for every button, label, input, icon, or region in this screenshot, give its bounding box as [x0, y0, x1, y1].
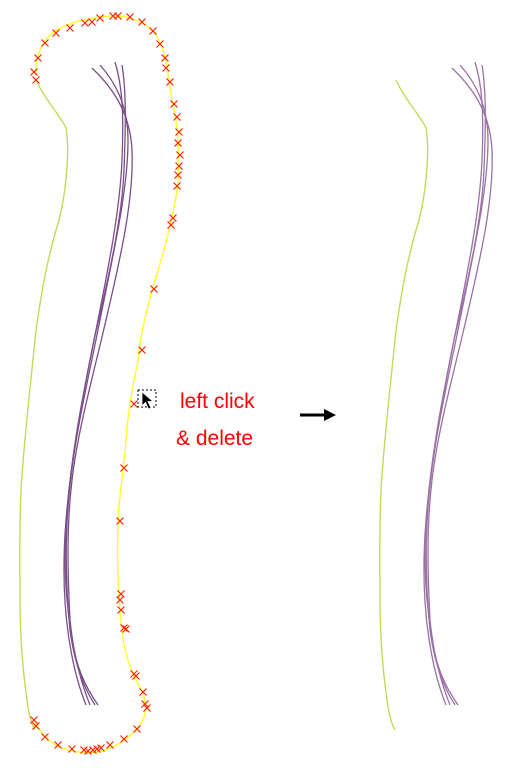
vertex-marker: [170, 100, 178, 108]
vertex-marker: [167, 221, 175, 229]
vertex-marker: [106, 741, 114, 749]
vertex-marker: [120, 735, 128, 743]
boundary-curve-right: [379, 79, 429, 731]
vertex-marker: [54, 741, 62, 749]
vertex-marker: [169, 214, 177, 222]
vertex-marker: [52, 29, 60, 37]
vertex-marker: [139, 688, 147, 696]
vertex-marker: [174, 139, 182, 147]
vertex-marker: [138, 346, 146, 354]
vertex-marker: [88, 18, 96, 26]
vertex-marker: [162, 64, 170, 72]
vertex-marker: [120, 464, 128, 472]
caption-left-click: left click: [180, 390, 255, 413]
arrow-pointer-icon: [141, 391, 155, 410]
vertex-markers: [30, 12, 184, 755]
before-panel: [19, 12, 184, 755]
vertex-marker: [138, 18, 146, 26]
vertex-marker: [166, 78, 174, 86]
vertex-marker: [133, 725, 141, 733]
vertex-marker: [176, 151, 184, 159]
vertex-marker: [41, 733, 49, 741]
vertex-marker: [34, 54, 42, 62]
selection-box[interactable]: [137, 389, 157, 408]
vertex-marker: [175, 128, 183, 136]
vertex-marker: [150, 285, 158, 293]
vertex-marker: [32, 76, 40, 84]
trace-curves-left: [63, 61, 133, 706]
vertex-marker: [174, 171, 182, 179]
vertex-marker: [156, 40, 164, 48]
trace-curves-right: [423, 61, 493, 706]
vertex-marker: [117, 606, 125, 614]
vertex-marker: [114, 12, 122, 20]
after-panel: [379, 61, 493, 731]
vertex-marker: [130, 400, 138, 408]
vertex-marker: [116, 596, 124, 604]
vertex-marker: [96, 14, 104, 22]
vertex-marker: [32, 722, 40, 730]
vertex-marker: [68, 745, 76, 753]
vertex-marker: [116, 517, 124, 525]
vertex-marker: [117, 590, 125, 598]
vertex-marker: [141, 700, 149, 708]
vertex-marker: [81, 19, 89, 27]
vertex-marker: [120, 624, 128, 632]
caption-delete: & delete: [176, 427, 254, 450]
vertex-marker: [126, 13, 134, 21]
selected-curve: [34, 15, 180, 754]
boundary-curve-left: [19, 79, 69, 731]
vertex-marker: [173, 182, 181, 190]
vertex-marker: [122, 625, 130, 633]
vertex-marker: [173, 113, 181, 121]
vertex-marker: [30, 68, 38, 76]
vertex-marker: [161, 54, 169, 62]
vertex-marker: [132, 672, 140, 680]
vertex-marker: [143, 704, 151, 712]
vertex-marker: [30, 716, 38, 724]
vertex-marker: [175, 162, 183, 170]
arrow-right-icon: [300, 409, 336, 421]
vertex-marker: [149, 27, 157, 35]
vertex-marker: [66, 24, 74, 32]
vertex-marker: [41, 39, 49, 47]
vertex-marker: [80, 746, 88, 754]
